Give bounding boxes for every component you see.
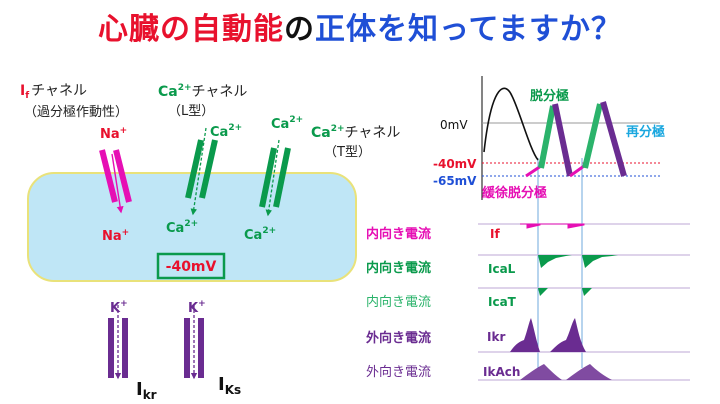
- ca-l-channel-label: Ca2+チャネル: [158, 83, 247, 100]
- page-title: 心臓の自動能の正体を知ってますか？: [0, 4, 720, 48]
- ca-l-channel: [185, 127, 218, 216]
- ca-t-channel-type: （T型）: [324, 145, 371, 160]
- current-row-2-direction: 内向き電流: [366, 260, 431, 276]
- threshold-label: -40mV: [433, 157, 477, 171]
- ca-t-channel-label: Ca2+チャネル: [311, 124, 400, 141]
- membrane-potential-box: [156, 252, 226, 280]
- current-row-4-trace: [510, 318, 586, 352]
- zero-mv-label: 0mV: [440, 118, 468, 132]
- current-row-4-direction: 外向き電流: [365, 330, 431, 346]
- action-potential-graph: [481, 76, 660, 368]
- current-row-1-trace: [520, 223, 585, 229]
- na-ion-bottom: Na+: [102, 228, 129, 244]
- title-part-1: 心臓の自動能: [98, 12, 284, 47]
- current-row-3-trace: [532, 288, 592, 296]
- current-row-4-name: Ikr: [487, 330, 505, 344]
- depolarization-label: 脱分極: [530, 88, 569, 104]
- ca-t-channel: [259, 139, 291, 217]
- if-channel: [99, 149, 132, 214]
- ca-ion-inside-t: Ca2+: [244, 226, 276, 243]
- repolarization-label: 再分極: [626, 124, 665, 140]
- resting-label: -65mV: [433, 174, 477, 188]
- current-row-2-trace: [528, 255, 618, 268]
- current-row-3-direction: 内向き電流: [366, 294, 431, 310]
- current-row-2-name: IcaL: [488, 262, 516, 276]
- na-ion-top: Na+: [100, 126, 127, 142]
- iks-channel: [184, 305, 204, 380]
- current-row-1-name: If: [490, 227, 500, 241]
- current-row-5-name: IkAch: [483, 365, 520, 379]
- ikr-label: Ikr: [136, 379, 157, 402]
- ca-ion-top-l: Ca2+: [210, 123, 242, 140]
- current-row-3-name: IcaT: [488, 295, 517, 309]
- ikr-channel: [108, 305, 128, 380]
- ca-l-channel-type: （L型）: [168, 104, 214, 119]
- current-row-1-direction: 内向き電流: [366, 226, 431, 242]
- k-ion-right: K+: [188, 299, 206, 316]
- iks-label: IKs: [218, 374, 241, 397]
- slow-depolarization-label: 緩徐脱分極: [482, 185, 547, 201]
- k-ion-left: K+: [110, 299, 128, 316]
- current-row-5-trace: [520, 364, 612, 380]
- title-part-3: 正体を知ってますか？: [315, 12, 622, 47]
- membrane-potential-value: -40mV: [166, 259, 217, 275]
- ca-ion-inside-l: Ca2+: [166, 219, 198, 236]
- if-channel-desc: （過分極作動性）: [24, 104, 128, 120]
- current-row-5-direction: 外向き電流: [366, 364, 431, 380]
- title-part-2: の: [284, 12, 315, 47]
- ca-ion-top-t: Ca2+: [271, 115, 303, 132]
